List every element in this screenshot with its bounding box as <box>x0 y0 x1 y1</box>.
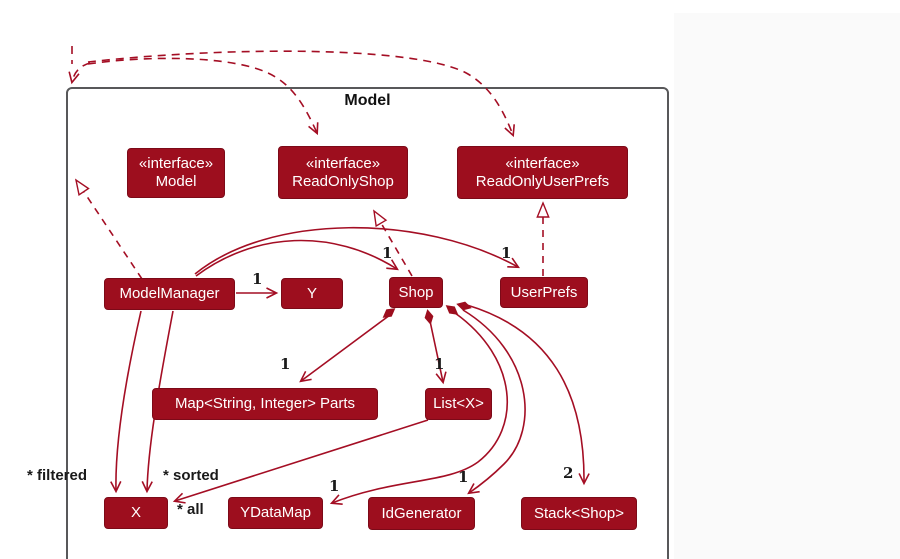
multiplicity-map-parts: 1 <box>280 355 291 373</box>
stereotype-label: «interface» <box>305 154 381 172</box>
class-name: Stack<Shop> <box>533 504 625 522</box>
dependency-external-to-readonlyuserprefs <box>87 50 515 138</box>
multiplicity-y: 1 <box>252 270 263 288</box>
association-modelmanager-userprefs <box>194 226 521 275</box>
class-list-x: List<X> <box>425 388 492 420</box>
composition-shop-stack-shop <box>466 304 590 486</box>
dependency-external-to-readonlyshop <box>87 57 319 136</box>
composition-diamond-map <box>382 308 396 318</box>
class-name: IdGenerator <box>381 504 462 522</box>
multiplicity-idgenerator: 1 <box>458 468 469 486</box>
class-name: List<X> <box>433 395 484 412</box>
association-modelmanager-x-filtered <box>110 310 142 494</box>
composition-diamond-listx <box>424 309 434 325</box>
composition-shop-idgenerator <box>462 309 526 495</box>
association-modelmanager-shop <box>195 239 399 277</box>
class-name: Shop <box>398 283 434 301</box>
multiplicity-shop: 1 <box>382 244 393 262</box>
composition-shop-ydatamap <box>329 312 508 505</box>
class-y: Y <box>281 278 343 309</box>
class-map-parts: Map<String, Integer> Parts <box>152 388 378 420</box>
class-name: ModelManager <box>119 285 220 302</box>
role-label-sorted: * sorted <box>163 467 219 484</box>
class-stack-shop: Stack<Shop> <box>521 497 637 530</box>
dependency-external-to-frame <box>68 62 91 85</box>
class-modelmanager: ModelManager <box>104 278 235 310</box>
multiplicity-userprefs: 1 <box>501 244 512 262</box>
association-listx-x <box>172 419 429 504</box>
class-name: Y <box>306 284 317 302</box>
composition-diamond-ydatamap-idgenerator <box>445 305 459 315</box>
multiplicity-ydatamap: 1 <box>329 477 340 495</box>
frame-title: Model <box>344 92 391 109</box>
class-userprefs: UserPrefs <box>500 277 588 308</box>
model-frame-border <box>66 87 669 559</box>
page-background-panel <box>674 13 900 559</box>
role-label-filtered: * filtered <box>27 467 88 484</box>
role-label-all: * all <box>177 501 204 518</box>
stereotype-label: «interface» <box>138 155 214 172</box>
class-name: UserPrefs <box>510 283 578 301</box>
composition-shop-list-x <box>429 320 447 385</box>
class-interface-readonlyshop: «interface» ReadOnlyShop <box>278 146 408 199</box>
class-interface-readonlyuserprefs: «interface» ReadOnlyUserPrefs <box>457 146 628 199</box>
class-name: X <box>130 504 141 521</box>
class-shop: Shop <box>389 277 443 308</box>
class-ydatamap: YDataMap <box>228 497 323 529</box>
composition-diamond-stack <box>456 301 472 311</box>
class-name: ReadOnlyUserPrefs <box>475 172 610 190</box>
class-name: Model <box>155 173 197 190</box>
composition-shop-map-parts <box>299 314 391 383</box>
stereotype-label: «interface» <box>505 154 580 172</box>
class-x: X <box>104 497 168 529</box>
class-name: Map<String, Integer> Parts <box>174 395 356 412</box>
multiplicity-list-x: 1 <box>434 355 445 373</box>
class-idgenerator: IdGenerator <box>368 497 475 530</box>
class-name: YDataMap <box>240 504 311 521</box>
class-interface-model: «interface» Model <box>127 148 225 198</box>
realization-modelmanager-model <box>76 180 143 280</box>
class-name: ReadOnlyShop <box>292 172 394 190</box>
multiplicity-stack-shop: 2 <box>563 464 574 482</box>
